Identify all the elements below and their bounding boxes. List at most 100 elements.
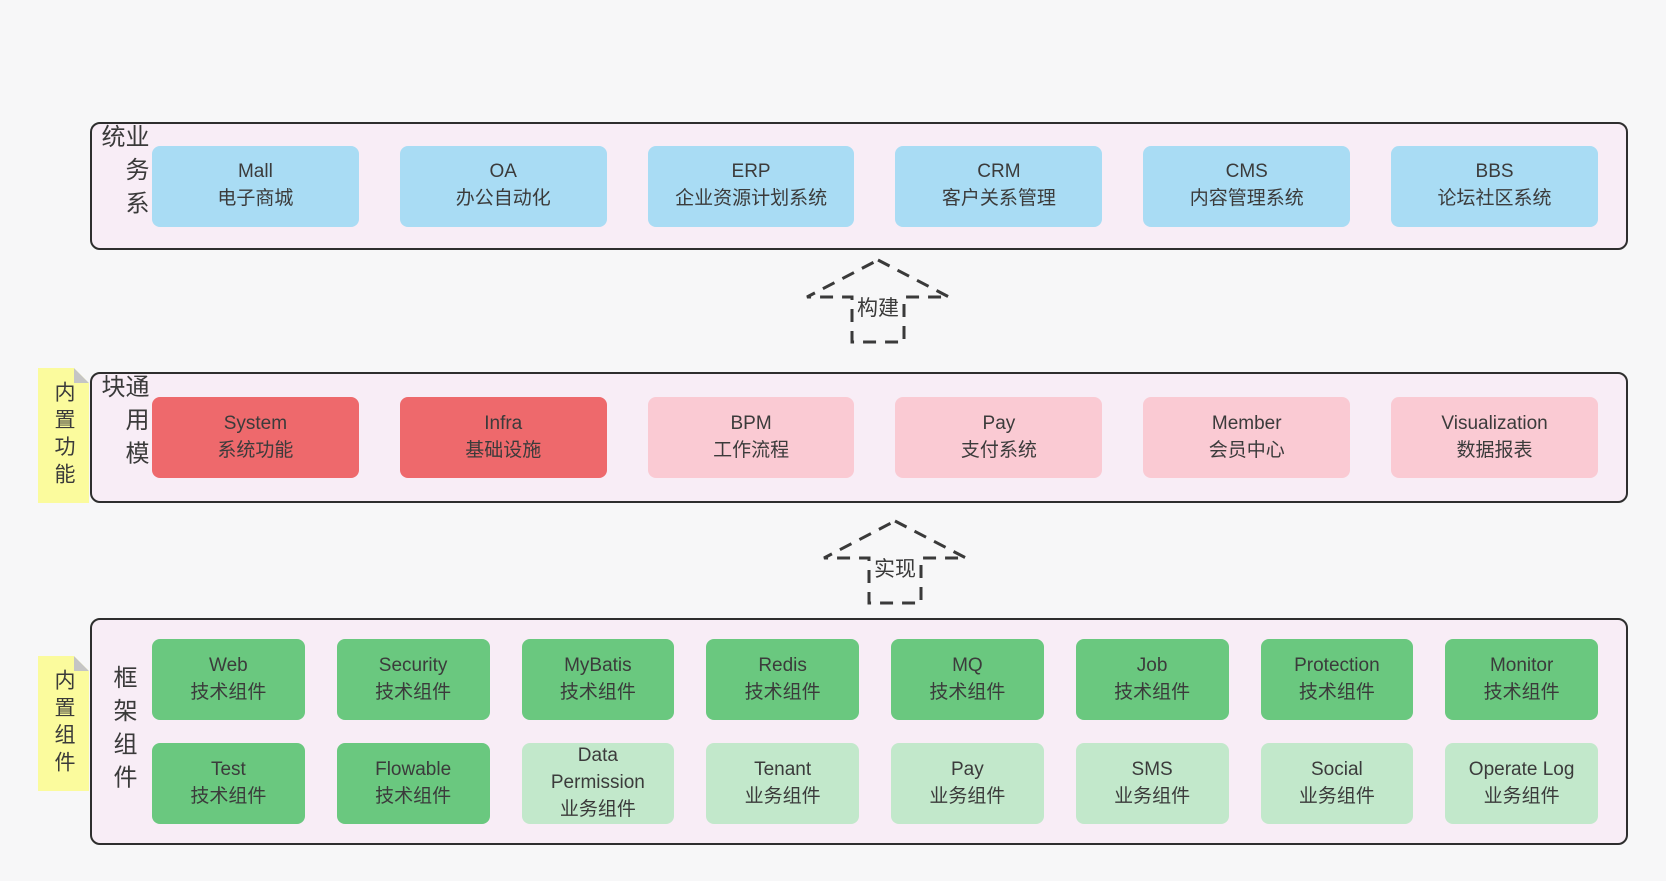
box-pay-component: Pay 业务组件 bbox=[891, 743, 1044, 824]
box-title: Flowable bbox=[375, 758, 452, 780]
framework-row-1: Web 技术组件 Security 技术组件 MyBatis 技术组件 Redi… bbox=[152, 639, 1598, 720]
box-title: MQ bbox=[952, 654, 983, 676]
box-subtitle: 业务组件 bbox=[1114, 785, 1191, 807]
box-mybatis: MyBatis 技术组件 bbox=[521, 639, 675, 720]
box-subtitle: 论坛社区系统 bbox=[1437, 188, 1552, 209]
implement-arrow: 实现 bbox=[820, 518, 970, 606]
box-subtitle: 业务组件 bbox=[1298, 785, 1375, 807]
box-title: Mall bbox=[237, 161, 273, 183]
builtin-functions-sticky-label: 内置功能 bbox=[52, 380, 75, 491]
box-security: Security 技术组件 bbox=[336, 639, 490, 720]
box-job: Job 技术组件 bbox=[1075, 639, 1229, 720]
business-systems-boxes: Mall 电子商城 OA 办公自动化 ERP 企业资源计划系统 CRM 客户关系… bbox=[152, 124, 1626, 248]
box-title: Visualization bbox=[1441, 412, 1548, 434]
box-bbs: BBS 论坛社区系统 bbox=[1391, 145, 1598, 227]
box-subtitle: 技术组件 bbox=[190, 681, 267, 703]
box-subtitle: 业务组件 bbox=[744, 785, 821, 807]
box-subtitle: 客户关系管理 bbox=[941, 188, 1056, 209]
box-protection: Protection 技术组件 bbox=[1260, 639, 1414, 720]
box-web: Web 技术组件 bbox=[152, 639, 305, 720]
box-title: SMS bbox=[1131, 758, 1173, 780]
box-cms: CMS 内容管理系统 bbox=[1143, 145, 1351, 227]
framework-components-section: 框架组件 Web 技术组件 Security 技术组件 MyBatis 技术组件… bbox=[90, 618, 1628, 845]
box-social: Social 业务组件 bbox=[1260, 743, 1414, 824]
box-oa: OA 办公自动化 bbox=[399, 145, 607, 227]
sticky-fold-icon bbox=[74, 368, 89, 383]
box-subtitle: 技术组件 bbox=[559, 681, 636, 703]
box-title: System bbox=[223, 412, 288, 434]
box-subtitle: 系统功能 bbox=[217, 439, 294, 461]
box-mq: MQ 技术组件 bbox=[891, 639, 1044, 720]
common-modules-boxes: System 系统功能 Infra 基础设施 BPM 工作流程 Pay 支付系统… bbox=[152, 374, 1626, 501]
box-member: Member 会员中心 bbox=[1143, 397, 1351, 478]
box-title: MyBatis bbox=[564, 654, 632, 676]
box-title: Monitor bbox=[1489, 654, 1554, 676]
box-flowable: Flowable 技术组件 bbox=[336, 743, 490, 824]
box-operate-log: Operate Log 业务组件 bbox=[1445, 743, 1598, 824]
sticky-fold-icon bbox=[74, 656, 89, 671]
common-modules-section: 通用模块 System 系统功能 Infra 基础设施 BPM 工作流程 Pay… bbox=[90, 372, 1628, 503]
box-subtitle: 业务组件 bbox=[559, 798, 636, 820]
business-systems-section: 业务系统 Mall 电子商城 OA 办公自动化 ERP 企业资源计划系统 CRM… bbox=[90, 122, 1628, 250]
box-bpm: BPM 工作流程 bbox=[647, 397, 855, 478]
box-mall: Mall 电子商城 bbox=[152, 145, 359, 227]
box-subtitle: 技术组件 bbox=[929, 681, 1006, 703]
common-modules-label: 通用模块 bbox=[97, 374, 148, 474]
box-subtitle: 工作流程 bbox=[713, 439, 790, 461]
build-arrow-label: 构建 bbox=[854, 290, 902, 324]
box-tenant: Tenant 业务组件 bbox=[706, 743, 859, 824]
box-system: System 系统功能 bbox=[152, 397, 359, 478]
framework-row-2: Test 技术组件 Flowable 技术组件 Data Permission … bbox=[152, 743, 1598, 824]
box-subtitle: 会员中心 bbox=[1208, 439, 1285, 461]
box-redis: Redis 技术组件 bbox=[706, 639, 859, 720]
box-data-permission: Data Permission 业务组件 bbox=[521, 743, 675, 824]
box-title: Test bbox=[210, 758, 246, 780]
builtin-components-sticky-label: 内置组件 bbox=[52, 668, 75, 779]
box-subtitle: 技术组件 bbox=[1483, 681, 1560, 703]
box-erp: ERP 企业资源计划系统 bbox=[647, 145, 855, 227]
box-sms: SMS 业务组件 bbox=[1075, 743, 1229, 824]
box-title: OA bbox=[489, 161, 517, 183]
box-subtitle: 支付系统 bbox=[960, 439, 1037, 461]
box-subtitle: 数据报表 bbox=[1456, 439, 1533, 461]
box-title: Pay bbox=[982, 412, 1016, 434]
box-title: Data Permission bbox=[550, 745, 645, 794]
box-title: Job bbox=[1136, 654, 1168, 676]
box-monitor: Monitor 技术组件 bbox=[1445, 639, 1598, 720]
box-title: Protection bbox=[1294, 654, 1380, 676]
box-subtitle: 电子商城 bbox=[217, 188, 294, 209]
box-title: BPM bbox=[730, 412, 772, 434]
box-subtitle: 企业资源计划系统 bbox=[675, 188, 828, 209]
box-title: Infra bbox=[484, 412, 523, 434]
box-crm: CRM 客户关系管理 bbox=[895, 145, 1103, 227]
builtin-functions-sticky: 内置功能 bbox=[38, 368, 89, 503]
box-subtitle: 技术组件 bbox=[375, 681, 452, 703]
box-title: Security bbox=[378, 654, 448, 676]
box-title: ERP bbox=[731, 161, 771, 183]
box-subtitle: 技术组件 bbox=[744, 681, 821, 703]
business-systems-label: 业务系统 bbox=[97, 124, 148, 224]
box-subtitle: 办公自动化 bbox=[455, 188, 551, 209]
box-subtitle: 业务组件 bbox=[1483, 785, 1560, 807]
box-infra: Infra 基础设施 bbox=[399, 397, 607, 478]
box-title: Social bbox=[1311, 758, 1363, 780]
box-title: Member bbox=[1211, 412, 1282, 434]
box-title: Pay bbox=[951, 758, 984, 780]
box-title: CMS bbox=[1225, 161, 1268, 183]
box-subtitle: 技术组件 bbox=[375, 785, 452, 807]
box-subtitle: 技术组件 bbox=[190, 785, 267, 807]
box-title: Redis bbox=[758, 654, 807, 676]
build-arrow: 构建 bbox=[803, 257, 953, 345]
implement-arrow-label: 实现 bbox=[871, 551, 919, 585]
framework-components-rows: Web 技术组件 Security 技术组件 MyBatis 技术组件 Redi… bbox=[152, 620, 1626, 843]
box-title: Operate Log bbox=[1468, 758, 1575, 780]
box-visualization: Visualization 数据报表 bbox=[1391, 397, 1598, 478]
box-title: Tenant bbox=[754, 758, 812, 780]
framework-components-label: 框架组件 bbox=[109, 665, 136, 798]
box-subtitle: 技术组件 bbox=[1114, 681, 1191, 703]
box-pay-module: Pay 支付系统 bbox=[895, 397, 1103, 478]
box-subtitle: 技术组件 bbox=[1298, 681, 1375, 703]
box-subtitle: 基础设施 bbox=[465, 439, 542, 461]
builtin-components-sticky: 内置组件 bbox=[38, 656, 89, 791]
